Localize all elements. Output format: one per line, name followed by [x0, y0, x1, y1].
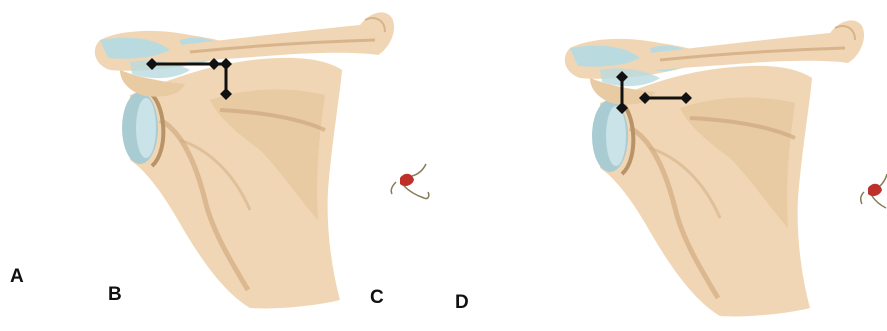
panel-label-b: B	[108, 284, 122, 306]
scapula-right	[565, 20, 864, 316]
panel-label-c: C	[370, 287, 384, 309]
scapula-left	[95, 12, 394, 308]
panel-label-d: D	[455, 292, 469, 314]
anatomical-sketch-right	[861, 174, 887, 208]
panel-label-a: A	[10, 266, 24, 288]
anatomical-sketch-left	[391, 164, 429, 199]
